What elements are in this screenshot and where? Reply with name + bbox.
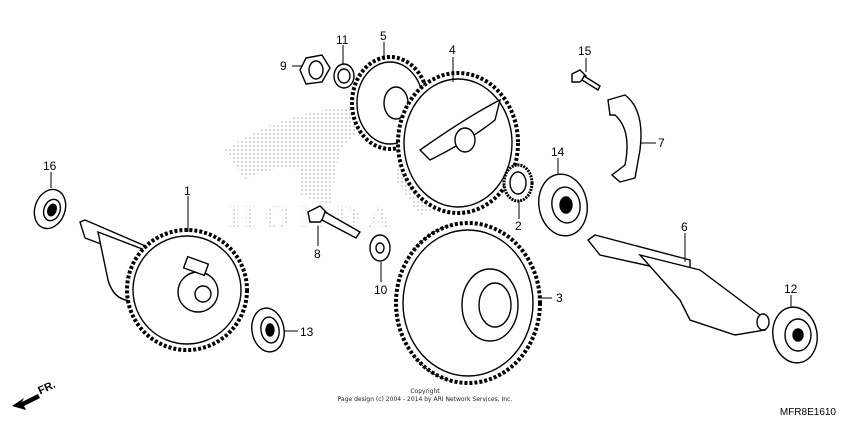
needle-bearing-2[interactable]	[502, 163, 534, 203]
clutch-gear-3[interactable]	[394, 221, 542, 385]
shaft-6[interactable]	[586, 234, 770, 336]
callout-14[interactable]: 14	[551, 145, 565, 159]
callout-1[interactable]: 1	[184, 184, 191, 198]
callout-11[interactable]: 11	[336, 33, 349, 47]
callout-12[interactable]: 12	[784, 282, 798, 296]
countershaft-gear-1[interactable]	[79, 219, 249, 352]
washer-10[interactable]	[369, 234, 391, 262]
copyright-title: Copyright	[410, 388, 440, 395]
callout-2[interactable]: 2	[515, 219, 522, 233]
washer-11[interactable]	[333, 63, 355, 89]
bearing-12[interactable]	[768, 304, 821, 367]
callout-4[interactable]: 4	[449, 43, 456, 57]
callout-8[interactable]: 8	[314, 247, 321, 261]
callout-5[interactable]: 5	[380, 29, 387, 43]
bearing-14[interactable]	[534, 170, 592, 239]
bracket-7[interactable]	[607, 94, 642, 183]
nut-9[interactable]	[299, 54, 331, 85]
front-arrow-icon	[12, 394, 40, 410]
callout-15[interactable]: 15	[578, 44, 592, 58]
gear-4[interactable]	[396, 71, 520, 215]
callout-3[interactable]: 3	[556, 291, 563, 305]
bearing-16[interactable]	[29, 185, 71, 233]
leader-lines	[50, 42, 792, 332]
bolt-8[interactable]	[307, 205, 361, 239]
callout-16[interactable]: 16	[43, 159, 57, 173]
bearing-13[interactable]	[248, 306, 287, 355]
callout-13[interactable]: 13	[300, 325, 314, 339]
callout-6[interactable]: 6	[681, 220, 688, 234]
callout-10[interactable]: 10	[374, 283, 388, 297]
diagram-code: MFR8E1610	[779, 407, 836, 418]
bolt-15[interactable]	[571, 69, 601, 92]
copyright-text: Page design (c) 2004 - 2014 by ARI Netwo…	[337, 396, 513, 403]
callout-9[interactable]: 9	[280, 59, 287, 73]
front-direction-indicator: FR.	[12, 379, 72, 417]
callout-7[interactable]: 7	[658, 136, 665, 150]
